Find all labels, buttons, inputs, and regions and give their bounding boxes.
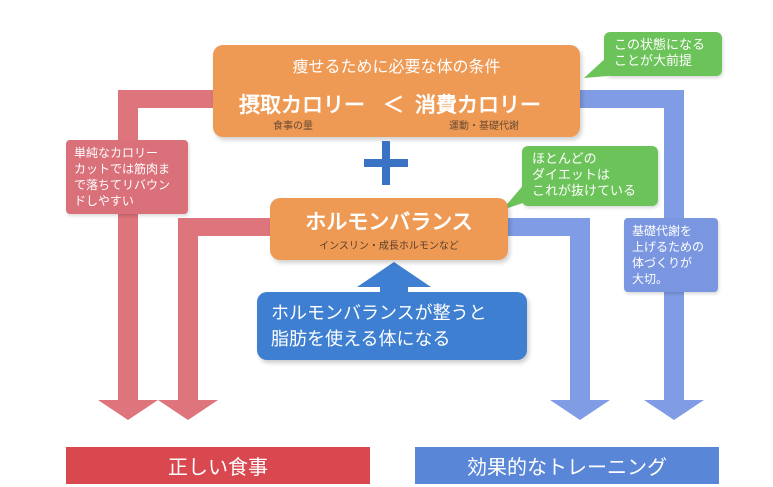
hormone-balance-sub: インスリン・成長ホルモンなど [319, 241, 459, 252]
intake-calories-label: 摂取カロリー [239, 93, 365, 117]
burned-sub-label: 運動・基礎代謝 [449, 121, 519, 132]
diet-missing-callout: ほとんどの ダイエットは これが抜けている [522, 146, 658, 206]
hormone-balance-box: ホルモンバランス インスリン・成長ホルモンなど [270, 198, 508, 260]
metabolism-line-3: 体づくりが [632, 256, 693, 270]
diet-note-line-2: ダイエットは [532, 168, 610, 183]
blue-inner-arrow [508, 218, 610, 420]
metabolism-line-2: 上げるための [632, 240, 705, 254]
calorie-condition-box: 痩せるために必要な体の条件 摂取カロリー ＜ 消費カロリー 食事の量 運動・基礎… [213, 45, 580, 137]
intake-sub-label: 食事の量 [273, 121, 313, 132]
calorie-cut-line-1: 単純なカロリー [74, 146, 159, 160]
plus-icon [361, 138, 411, 188]
fat-burning-line-1: ホルモンバランスが整うと [271, 303, 487, 324]
calorie-cut-note: 単純なカロリー カットでは筋肉ま で落ちてリバウン ドしやすい [66, 140, 188, 214]
calorie-cut-line-4: ドしやすい [74, 194, 134, 208]
premise-line-1: この状態になる [614, 38, 706, 53]
condition-heading: 痩せるために必要な体の条件 [292, 57, 501, 76]
metabolism-line-1: 基礎代謝を [632, 224, 693, 238]
diet-callout-pointer [502, 182, 526, 210]
diet-note-line-3: これが抜けている [532, 184, 637, 199]
calorie-cut-line-2: カットでは筋肉ま [74, 162, 171, 176]
correct-diet-banner: 正しい食事 [66, 447, 370, 484]
less-than-operator: ＜ [383, 93, 404, 117]
burned-calories-label: 消費カロリー [415, 93, 541, 117]
premise-callout-pointer [584, 56, 608, 78]
hormone-balance-title: ホルモンバランス [305, 210, 473, 234]
premise-line-2: ことが大前提 [614, 54, 693, 69]
fat-burning-line-2: 脂肪を使える体になる [271, 329, 451, 350]
diet-note-line-1: ほとんどの [532, 152, 597, 167]
red-inner-arrow [158, 218, 270, 420]
fat-burning-box: ホルモンバランスが整うと 脂肪を使える体になる [257, 292, 527, 360]
metabolism-line-4: 大切。 [632, 272, 669, 286]
premise-callout: この状態になる ことが大前提 [604, 32, 722, 76]
metabolism-note: 基礎代謝を 上げるための 体づくりが 大切。 [624, 218, 718, 292]
effective-training-banner: 効果的なトレーニング [415, 447, 719, 484]
calorie-cut-line-3: で落ちてリバウン [74, 178, 171, 192]
